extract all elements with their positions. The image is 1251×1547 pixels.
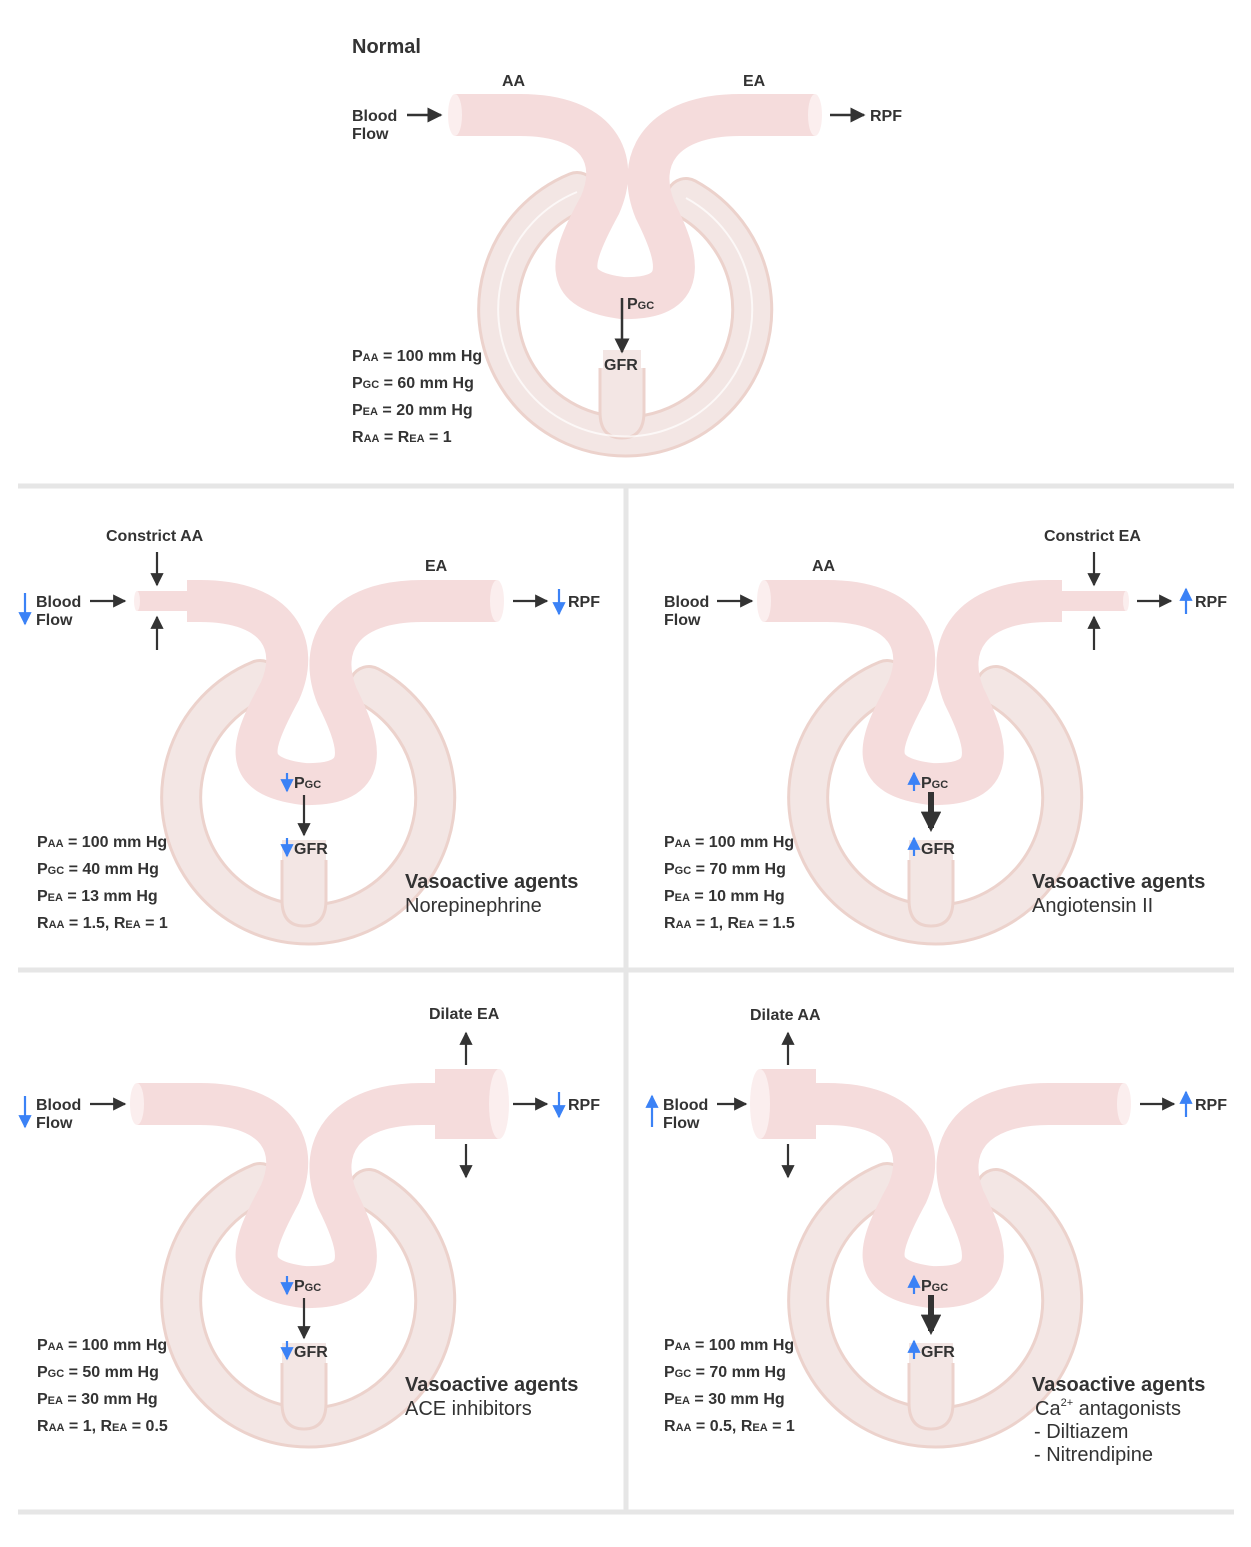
gfr-label: GFR xyxy=(921,841,955,858)
gfr-label: GFR xyxy=(604,357,638,374)
ea-label: EA xyxy=(743,73,766,90)
panel-normal: Normal AA EA Blood Flow RPF PGC GFR PAA … xyxy=(352,36,902,458)
blood-flow-label-1: Blood xyxy=(36,1097,81,1114)
agent-name: ACE inhibitors xyxy=(405,1398,532,1420)
bowman-capsule xyxy=(160,659,457,946)
gfr-label: GFR xyxy=(921,1344,955,1361)
pgc-label: PGC xyxy=(294,1278,321,1295)
equations: PAA = 100 mm Hg PGC = 40 mm Hg PEA = 13 mm… xyxy=(37,834,168,932)
svg-text:PEA = 10 mm Hg: PEA = 10 mm Hg xyxy=(664,888,785,905)
agent-name: Angiotensin II xyxy=(1032,895,1153,917)
panel-title: Normal xyxy=(352,36,421,58)
blood-flow-label-2: Flow xyxy=(664,612,701,629)
action-label: Dilate AA xyxy=(750,1007,821,1024)
pgc-label: PGC xyxy=(921,775,948,792)
agents-title: Vasoactive agents xyxy=(1032,1374,1205,1396)
blood-flow-label-2: Flow xyxy=(663,1115,700,1132)
aa-label: AA xyxy=(812,558,836,575)
svg-text:PAA = 100 mm Hg: PAA = 100 mm Hg xyxy=(37,834,167,851)
rpf-label: RPF xyxy=(1195,594,1227,611)
agents-title: Vasoactive agents xyxy=(1032,871,1205,893)
svg-text:PAA = 100 mm Hg: PAA = 100 mm Hg xyxy=(664,834,794,851)
action-label: Constrict AA xyxy=(106,528,204,545)
equations: PAA = 100 mm Hg PGC = 70 mm Hg PEA = 30 mm… xyxy=(664,1337,795,1435)
svg-text:PAA = 100 mm Hg: PAA = 100 mm Hg xyxy=(352,348,482,365)
svg-text:RAA = 1, REA = 0.5: RAA = 1, REA = 0.5 xyxy=(37,1418,168,1435)
svg-text:PEA = 30 mm Hg: PEA = 30 mm Hg xyxy=(37,1391,158,1408)
panel-dividers xyxy=(18,483,1234,1515)
glomerular-vessel xyxy=(134,580,504,806)
agent-item: - Diltiazem xyxy=(1034,1421,1128,1443)
pgc-label: PGC xyxy=(294,775,321,792)
equations: PAA = 100 mm Hg PGC = 70 mm Hg PEA = 10 mm… xyxy=(664,834,795,932)
aa-label: AA xyxy=(502,73,526,90)
gfr-label: GFR xyxy=(294,841,328,858)
blood-flow-label-2: Flow xyxy=(36,612,73,629)
glomerular-vessel xyxy=(130,1069,509,1309)
svg-text:PGC = 70 mm Hg: PGC = 70 mm Hg xyxy=(664,1364,786,1381)
blood-flow-label-1: Blood xyxy=(36,594,81,611)
bowman-capsule xyxy=(160,1162,457,1449)
svg-text:PAA = 100 mm Hg: PAA = 100 mm Hg xyxy=(37,1337,167,1354)
glomerular-vessel xyxy=(757,580,1129,806)
agent-name: Norepinephrine xyxy=(405,895,542,917)
svg-text:RAA = 1, REA = 1.5: RAA = 1, REA = 1.5 xyxy=(664,915,795,932)
rpf-label: RPF xyxy=(1195,1097,1227,1114)
bowman-capsule xyxy=(787,1162,1084,1449)
glomerular-vessel xyxy=(750,1069,1131,1309)
blood-flow-label-1: Blood xyxy=(663,1097,708,1114)
pgc-label: PGC xyxy=(921,1278,948,1295)
blood-flow-label-2: Flow xyxy=(36,1115,73,1132)
pgc-label: PGC xyxy=(627,296,654,313)
svg-text:PAA = 100 mm Hg: PAA = 100 mm Hg xyxy=(664,1337,794,1354)
svg-text:PEA = 30 mm Hg: PEA = 30 mm Hg xyxy=(664,1391,785,1408)
action-label: Constrict EA xyxy=(1044,528,1141,545)
svg-text:RAA = REA = 1: RAA = REA = 1 xyxy=(352,429,452,446)
blood-flow-label-1: Blood xyxy=(664,594,709,611)
normal-equations: PAA = 100 mm Hg PGC = 60 mm Hg PEA = 20 … xyxy=(352,348,482,446)
agents-title: Vasoactive agents xyxy=(405,1374,578,1396)
rpf-label: RPF xyxy=(870,108,902,125)
gfr-label: GFR xyxy=(294,1344,328,1361)
agent-item: - Nitrendipine xyxy=(1034,1444,1153,1466)
bowman-capsule xyxy=(477,171,774,458)
svg-text:RAA = 1.5, REA = 1: RAA = 1.5, REA = 1 xyxy=(37,915,168,932)
svg-text:PEA = 13 mm Hg: PEA = 13 mm Hg xyxy=(37,888,158,905)
blood-flow-label-2: Flow xyxy=(352,126,389,143)
agent-name: Ca2+ antagonists xyxy=(1035,1397,1181,1420)
bowman-capsule xyxy=(787,659,1084,946)
svg-text:PGC = 60 mm Hg: PGC = 60 mm Hg xyxy=(352,375,474,392)
action-label: Dilate EA xyxy=(429,1006,500,1023)
svg-text:PGC = 50 mm Hg: PGC = 50 mm Hg xyxy=(37,1364,159,1381)
svg-text:PGC = 40 mm Hg: PGC = 40 mm Hg xyxy=(37,861,159,878)
svg-text:PGC = 70 mm Hg: PGC = 70 mm Hg xyxy=(664,861,786,878)
rpf-label: RPF xyxy=(568,1097,600,1114)
svg-text:PEA = 20 mm Hg: PEA = 20 mm Hg xyxy=(352,402,473,419)
svg-text:RAA = 0.5, REA = 1: RAA = 0.5, REA = 1 xyxy=(664,1418,795,1435)
ea-label: EA xyxy=(425,558,448,575)
blood-flow-label-1: Blood xyxy=(352,108,397,125)
equations: PAA = 100 mm Hg PGC = 50 mm Hg PEA = 30 mm… xyxy=(37,1337,168,1435)
agents-title: Vasoactive agents xyxy=(405,871,578,893)
rpf-label: RPF xyxy=(568,594,600,611)
